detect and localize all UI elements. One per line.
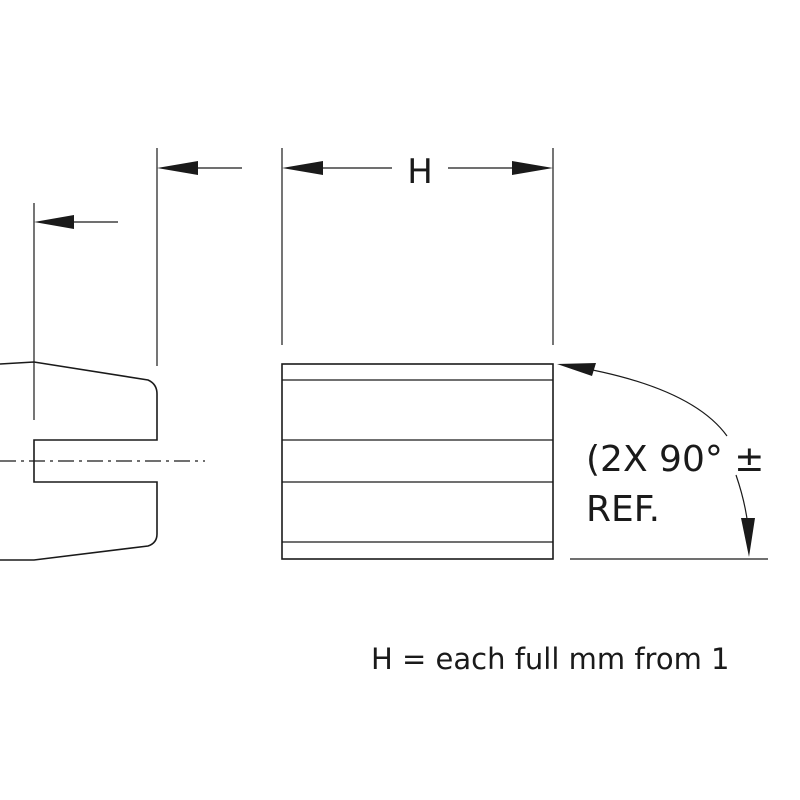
arrowhead-depth: [157, 161, 198, 175]
front-view: [281, 363, 554, 560]
arrowhead-slot: [34, 215, 74, 229]
footer-note: H = each full mm from 1: [371, 642, 730, 676]
arrowhead-angle-bottom: [741, 518, 755, 557]
side-profile-view: [0, 361, 205, 561]
angle-arc-upper: [564, 364, 728, 437]
angle-note-line-1: (2X 90° ±: [586, 439, 764, 480]
arrowhead-h-left: [282, 161, 323, 175]
dimension-label-h: H: [407, 152, 433, 192]
block-outline: [281, 363, 554, 560]
arrowhead-angle-top: [557, 363, 596, 376]
angle-dimension: (2X 90° ± REF.: [557, 363, 768, 560]
overall-depth-dimension: [156, 148, 242, 366]
angle-note-line-2: REF.: [586, 489, 660, 530]
height-dimension: H: [281, 148, 554, 345]
arrowhead-h-right: [512, 161, 553, 175]
slot-depth-dimension: [33, 203, 118, 420]
